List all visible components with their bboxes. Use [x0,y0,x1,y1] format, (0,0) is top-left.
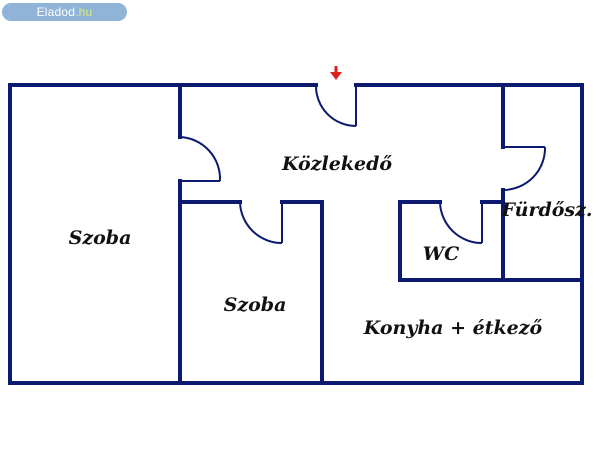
doors [179,84,547,244]
room-label-konyha: Konyha + étkező [363,317,543,339]
room-label-furdoszoba: Fürdősz. [500,199,592,221]
arrow-down-icon [330,66,342,80]
eladod-watermark: Eladod.hu [2,3,127,21]
room-label-wc: WC [423,243,459,265]
watermark-name: Eladod [36,5,76,19]
left-room-door-swing [179,136,222,182]
bath-door-swing [502,146,547,191]
room-label-szoba-left: Szoba [69,227,132,249]
entrance-door-swing [314,84,357,127]
watermark-tld: .hu [75,5,93,19]
wc-door-swing [439,201,483,244]
center-room-door-swing [239,201,283,244]
room-label-szoba-center: Szoba [224,294,287,316]
walls [8,83,584,385]
room-label-kozlekedo: Közlekedő [281,153,392,175]
